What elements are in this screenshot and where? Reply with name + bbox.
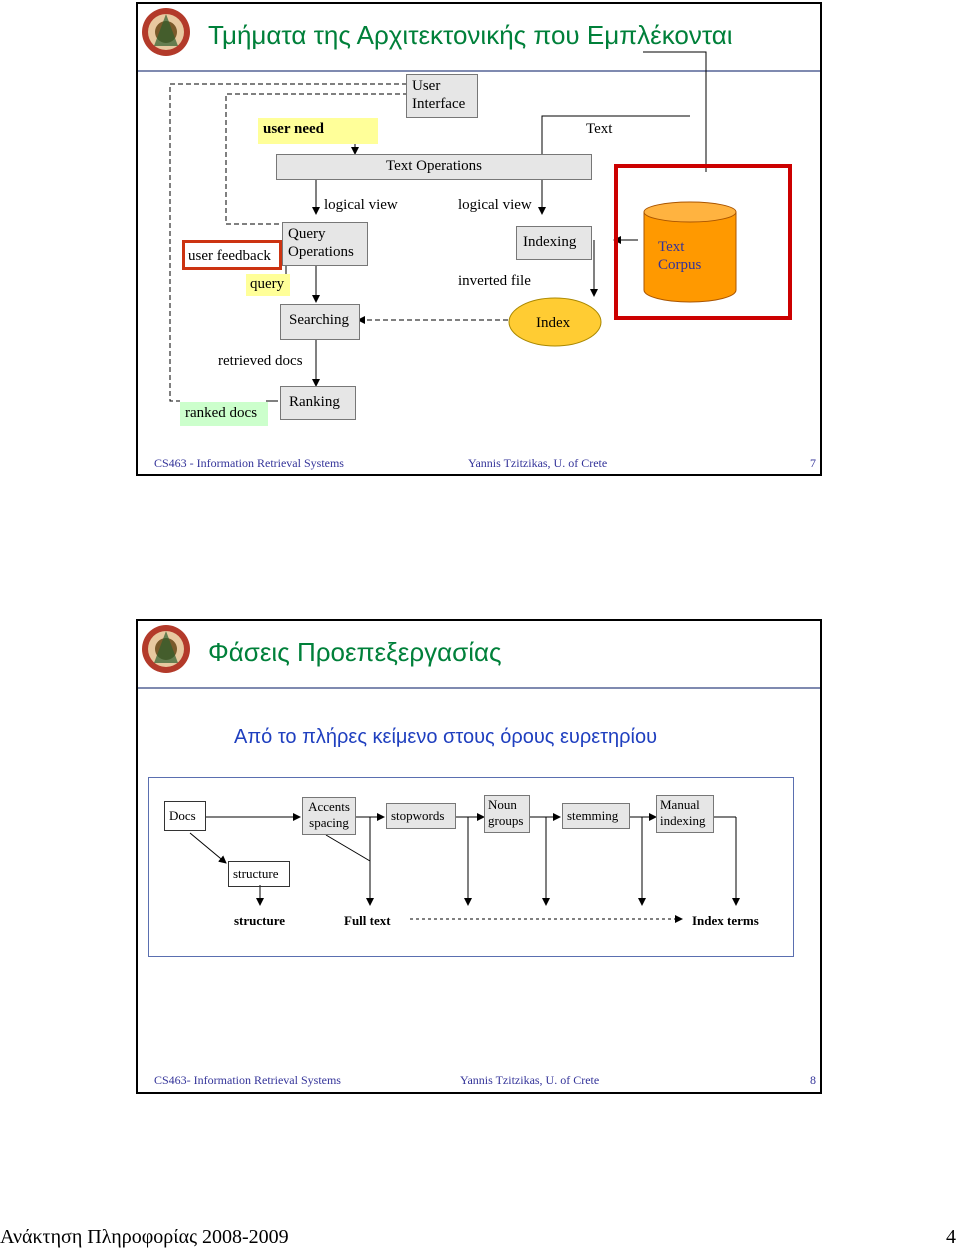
- query-label: query: [246, 274, 290, 296]
- index-label: Index: [536, 315, 571, 331]
- searching-box: Searching: [280, 304, 360, 340]
- university-crest-icon: [142, 8, 190, 56]
- inverted-file-label: inverted file: [458, 273, 531, 289]
- indexing-box: Indexing: [516, 226, 592, 260]
- text-label: Text: [586, 121, 613, 137]
- footer-course: CS463 - Information Retrieval Systems: [154, 456, 344, 470]
- text-corpus-cylinder-icon: [643, 201, 737, 303]
- document-footer-title: Ανάκτηση Πληροφορίας 2008-2009: [0, 1226, 289, 1248]
- stemming-box: stemming: [562, 803, 630, 829]
- text-corpus-frame: [614, 164, 792, 320]
- query-operations-box: Query Operations: [282, 222, 368, 266]
- noun-groups-box: Noun groups: [484, 795, 530, 833]
- retrieved-docs-label: retrieved docs: [218, 353, 303, 369]
- pipeline-frame: [148, 777, 794, 957]
- docs-box: Docs: [164, 801, 206, 831]
- user-need-label: user need: [258, 118, 378, 144]
- logical-view-right: logical view: [458, 197, 532, 213]
- footer-page-number: 7: [810, 456, 816, 470]
- text-corpus-label: Text Corpus: [658, 239, 702, 273]
- pipeline-connectors: [189, 813, 740, 923]
- user-interface-box: User Interface: [406, 74, 478, 118]
- structure-box: structure: [228, 861, 290, 887]
- footer-author: Yannis Tzitzikas, U. of Crete: [468, 456, 608, 470]
- full-text-label: Full text: [344, 913, 391, 928]
- ranked-docs-label: ranked docs: [180, 402, 268, 426]
- title-divider: [138, 687, 820, 689]
- architecture-connectors: [169, 51, 707, 402]
- user-feedback-box: user feedback: [182, 240, 282, 270]
- stopwords-box: stopwords: [386, 803, 456, 829]
- text-operations-box: Text Operations: [276, 154, 592, 180]
- title-divider: [138, 70, 820, 72]
- slide-architecture: Τμήματα της Αρχιτεκτονικής που Εμπλέκοντ…: [136, 2, 822, 476]
- slide-title: Φάσεις Προεπεξεργασίας: [208, 637, 502, 667]
- index-ellipse-icon: [508, 297, 602, 347]
- footer-page-number: 8: [810, 1073, 816, 1087]
- index-terms-label: Index terms: [692, 913, 759, 928]
- user-interface-label: User Interface: [412, 78, 466, 112]
- footer-course: CS463- Information Retrieval Systems: [154, 1073, 341, 1087]
- footer-author: Yannis Tzitzikas, U. of Crete: [460, 1073, 600, 1087]
- structure-output-label: structure: [234, 913, 286, 928]
- university-crest-icon: [142, 625, 190, 673]
- slide-preprocessing: Φάσεις Προεπεξεργασίας Από το πλήρες κεί…: [136, 619, 822, 1094]
- accents-spacing-box: Accents spacing: [302, 797, 356, 835]
- logical-view-left: logical view: [324, 197, 398, 213]
- ranking-box: Ranking: [280, 386, 356, 420]
- slide-title: Τμήματα της Αρχιτεκτονικής που Εμπλέκοντ…: [208, 20, 733, 50]
- query-operations-label: Query Operations: [288, 226, 354, 260]
- document-page-number: 4: [946, 1226, 956, 1248]
- slide-subtitle: Από το πλήρες κείμενο στους όρους ευρετη…: [234, 726, 658, 748]
- manual-indexing-box: Manual indexing: [656, 795, 714, 833]
